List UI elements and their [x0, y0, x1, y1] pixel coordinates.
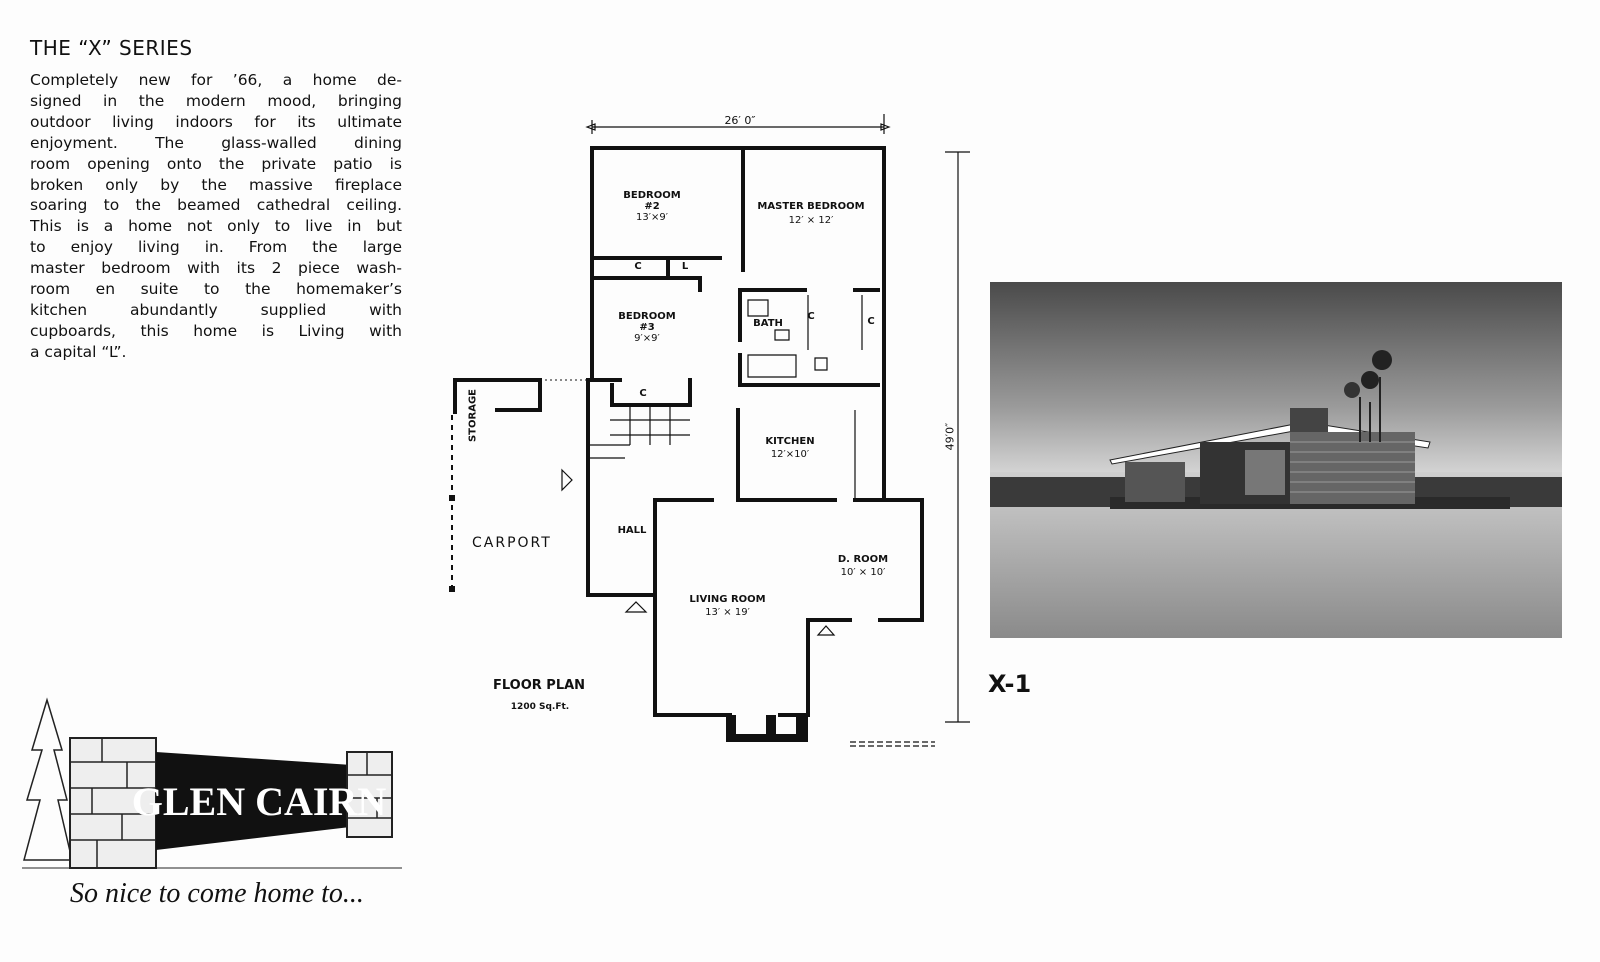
description-line: Completely new for ’66, a home de-	[30, 71, 402, 89]
room-size: 9′×9′	[634, 333, 660, 344]
description-line: room opening onto the private patio is	[30, 154, 402, 173]
description-line: a capital “L”.	[30, 342, 127, 361]
room-name: D. ROOM	[837, 554, 889, 565]
description-line: to enjoy living in. From the large	[30, 238, 402, 257]
description-line: kitchen abundantly supplied with	[30, 300, 402, 319]
room-size: 12′ × 12′	[788, 215, 834, 226]
description: Completely new for ’66, a home de- signe…	[30, 70, 402, 363]
room-carport: CARPORT	[472, 535, 552, 551]
room-number: #3	[639, 322, 655, 333]
room-hall: HALL	[617, 525, 647, 536]
house-illustration	[990, 282, 1562, 638]
room-master-bedroom: MASTER BEDROOM 12′ × 12′	[750, 201, 872, 226]
floor-plan-title: FLOOR PLAN	[492, 678, 586, 693]
description-line: signed in the modern mood, bringing	[30, 91, 402, 110]
room-name: KITCHEN	[765, 436, 815, 447]
glen-cairn-logo: GLEN CAIRN	[22, 697, 402, 869]
room-bath: BATH	[753, 318, 783, 329]
room-number: #2	[644, 201, 660, 212]
room-size: 13′ × 19′	[705, 607, 750, 618]
room-size: 10′ × 10′	[840, 567, 886, 578]
room-dining: D. ROOM 10′ × 10′	[828, 554, 898, 578]
description-line: This is a home not only to live in but	[30, 217, 402, 236]
floor-plan-area: 1200 Sq.Ft.	[510, 702, 570, 712]
depth-dimension: 49′0″	[943, 422, 957, 451]
room-kitchen: KITCHEN 12′×10′	[755, 436, 825, 460]
logo-text: GLEN CAIRN	[132, 779, 387, 824]
model-label: X-1	[988, 670, 1032, 698]
linen-label: L	[681, 261, 689, 272]
room-bedroom-2: BEDROOM #2 13′×9′	[612, 190, 692, 223]
description-line: cupboards, this home is Living with	[30, 321, 402, 340]
room-bedroom-3: BEDROOM #3 9′×9′	[607, 311, 687, 344]
closet-label: C	[639, 388, 647, 399]
room-name: BEDROOM	[623, 190, 681, 201]
tagline: So nice to come home to...	[70, 878, 364, 909]
description-line: broken only by the massive fireplace	[30, 175, 402, 194]
room-name: LIVING ROOM	[689, 594, 766, 605]
description-line: room en suite to the homemaker’s	[30, 280, 402, 299]
description-line: soaring to the beamed cathedral ceiling.	[30, 196, 402, 215]
room-living: LIVING ROOM 13′ × 19′	[680, 594, 775, 618]
room-name: BEDROOM	[618, 311, 676, 322]
description-line: outdoor living indoors for its ultimate	[30, 112, 402, 131]
series-title: THE “X” SERIES	[30, 36, 193, 60]
room-size: 12′×10′	[770, 449, 810, 460]
closet-label: C	[867, 316, 875, 327]
closet-label: C	[634, 261, 642, 272]
description-line: master bedroom with its 2 piece wash-	[30, 259, 402, 278]
description-line: enjoyment. The glass-walled dining	[30, 133, 402, 152]
width-dimension: 26′ 0″	[724, 114, 756, 127]
closet-label: C	[807, 311, 815, 322]
room-storage: STORAGE	[467, 389, 479, 443]
room-name: MASTER BEDROOM	[757, 201, 865, 212]
room-size: 13′×9′	[635, 212, 668, 223]
